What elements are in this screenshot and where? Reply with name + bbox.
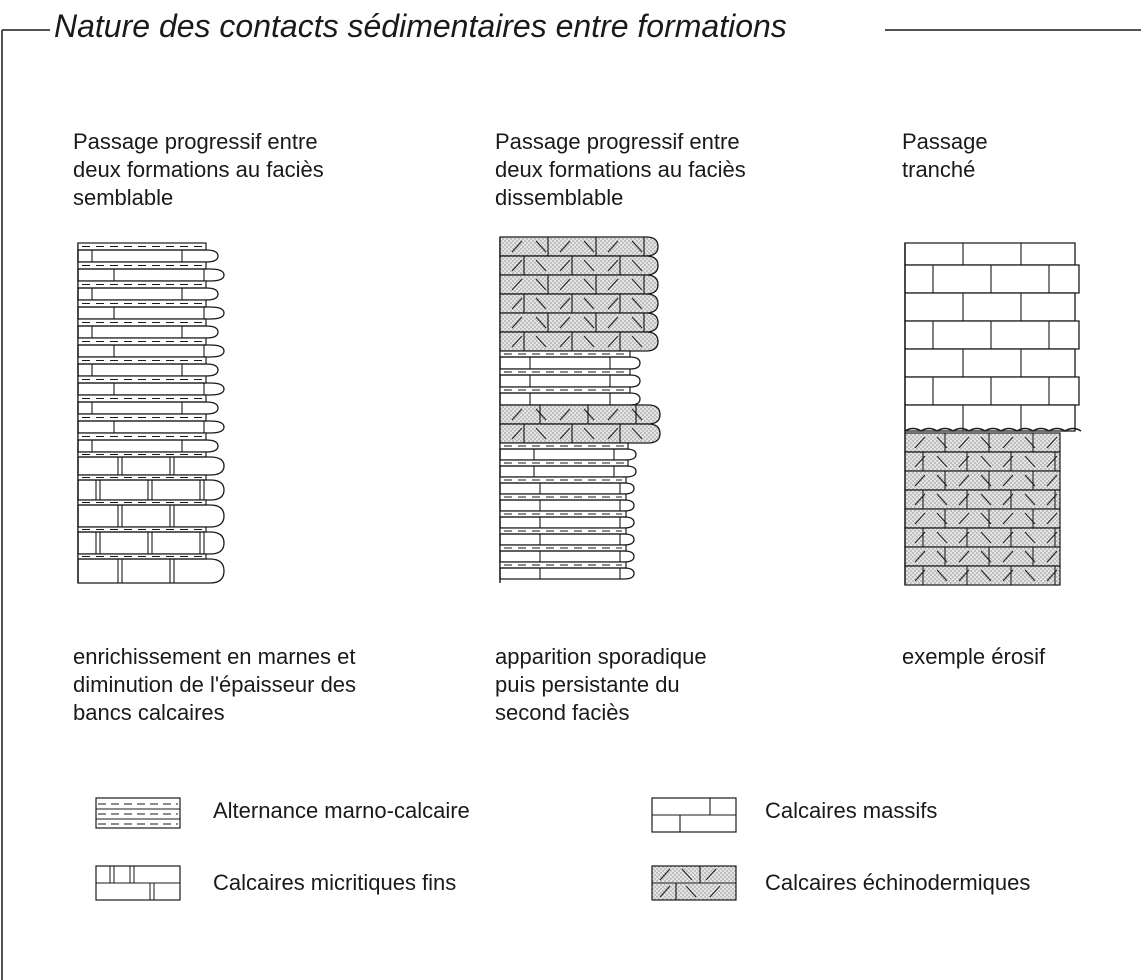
legend-label-massive: Calcaires massifs: [765, 798, 938, 823]
echinoderm-bed: [904, 565, 1061, 586]
marl-layer: [499, 459, 629, 467]
marl-layer: [77, 451, 207, 458]
limestone-bed: [77, 344, 225, 358]
marl-layer: [499, 386, 631, 394]
legend-swatch-echinoderm: [651, 865, 737, 901]
erosive-surface: [904, 427, 1082, 432]
echinoderm-bed: [904, 489, 1061, 510]
marl-layer: [77, 413, 207, 422]
limestone-bed: [77, 287, 219, 301]
limestone-bed: [499, 550, 635, 563]
limestone-bed: [499, 448, 637, 461]
echinoderm-bed: [499, 293, 659, 314]
echinoderm-bed: [499, 255, 659, 276]
echinoderm-bed: [904, 432, 1061, 453]
marl-layer: [499, 493, 627, 501]
massive-limestone-bed: [904, 264, 1080, 294]
marl-layer: [77, 474, 207, 481]
marl-layer: [77, 375, 207, 384]
caption-column-3: exemple érosif: [902, 644, 1046, 669]
echinoderm-bed: [904, 470, 1061, 491]
limestone-bed: [499, 533, 635, 546]
marl-layer: [77, 337, 207, 346]
marl-layer: [77, 318, 207, 327]
echinoderm-bed: [499, 423, 661, 444]
legend-label-marl-limestone: Alternance marno-calcaire: [213, 798, 470, 823]
marl-layer: [499, 368, 631, 376]
echinoderm-bed: [499, 274, 659, 295]
echinoderm-bed: [904, 451, 1061, 472]
marl-layer: [499, 527, 627, 535]
massive-limestone-bed: [904, 242, 1076, 266]
massive-limestone-bed: [904, 320, 1080, 350]
limestone-bed: [77, 382, 225, 396]
limestone-bed: [499, 499, 635, 512]
limestone-bed: [77, 420, 225, 434]
marl-layer: [77, 280, 207, 289]
micritic-bed: [77, 456, 225, 476]
limestone-bed: [499, 516, 635, 529]
legend-label-micritic: Calcaires micritiques fins: [213, 870, 457, 895]
micritic-bed: [77, 479, 225, 501]
limestone-bed: [77, 249, 219, 263]
marl-layer: [77, 299, 207, 308]
massive-limestone-bed: [904, 376, 1080, 406]
limestone-bed: [77, 363, 219, 377]
legend-swatch-micritic: [95, 865, 181, 901]
limestone-bed: [499, 465, 637, 478]
limestone-bed: [499, 567, 635, 580]
legend-swatch-massive: [651, 797, 737, 833]
marl-layer: [499, 442, 629, 450]
caption-column-2: apparition sporadique puis persistante d…: [495, 644, 707, 725]
marl-layer: [499, 510, 627, 518]
marl-layer: [499, 544, 627, 552]
massive-limestone-bed: [904, 404, 1076, 432]
column-progressive-dissimilar: [499, 236, 661, 583]
echinoderm-bed: [499, 236, 659, 257]
limestone-bed: [499, 482, 635, 495]
echinoderm-bed: [499, 312, 659, 333]
limestone-bed: [499, 392, 641, 406]
marl-layer: [77, 356, 207, 365]
marl-layer: [77, 526, 207, 533]
echinoderm-bed: [499, 404, 661, 425]
limestone-bed: [77, 306, 225, 320]
figure-title: Nature des contacts sédimentaires entre …: [50, 8, 795, 45]
marl-layer: [77, 261, 207, 270]
limestone-bed: [77, 401, 219, 415]
legend-swatch-marl-limestone: [95, 797, 181, 829]
micritic-bed: [77, 531, 225, 555]
limestone-bed: [77, 439, 219, 453]
legend-swatches: [95, 797, 737, 901]
echinoderm-bed: [904, 508, 1061, 529]
marl-layer: [77, 553, 207, 560]
echinoderm-bed: [904, 546, 1061, 567]
marl-layer: [499, 350, 631, 358]
marl-layer: [77, 432, 207, 441]
marl-layer: [77, 242, 207, 251]
legend-label-echinoderm: Calcaires échinodermiques: [765, 870, 1031, 895]
heading-column-1: Passage progressif entre deux formations…: [73, 129, 324, 210]
heading-column-2: Passage progressif entre deux formations…: [495, 129, 746, 210]
limestone-bed: [77, 268, 225, 282]
massive-limestone-bed: [904, 348, 1076, 378]
marl-layer: [499, 561, 627, 569]
heading-column-3: Passage tranché: [902, 129, 988, 182]
column-abrupt-erosive: [904, 242, 1082, 586]
micritic-bed: [77, 558, 225, 584]
column-progressive-similar: [77, 242, 225, 584]
echinoderm-bed: [499, 331, 659, 352]
limestone-bed: [77, 325, 219, 339]
marl-layer: [499, 476, 627, 484]
micritic-bed: [77, 504, 225, 528]
massive-limestone-bed: [904, 292, 1076, 322]
limestone-bed: [499, 374, 641, 388]
marl-layer: [77, 394, 207, 403]
caption-column-1: enrichissement en marnes et diminution d…: [73, 644, 357, 725]
marl-layer: [77, 499, 207, 506]
echinoderm-bed: [904, 527, 1061, 548]
limestone-bed: [499, 356, 641, 370]
